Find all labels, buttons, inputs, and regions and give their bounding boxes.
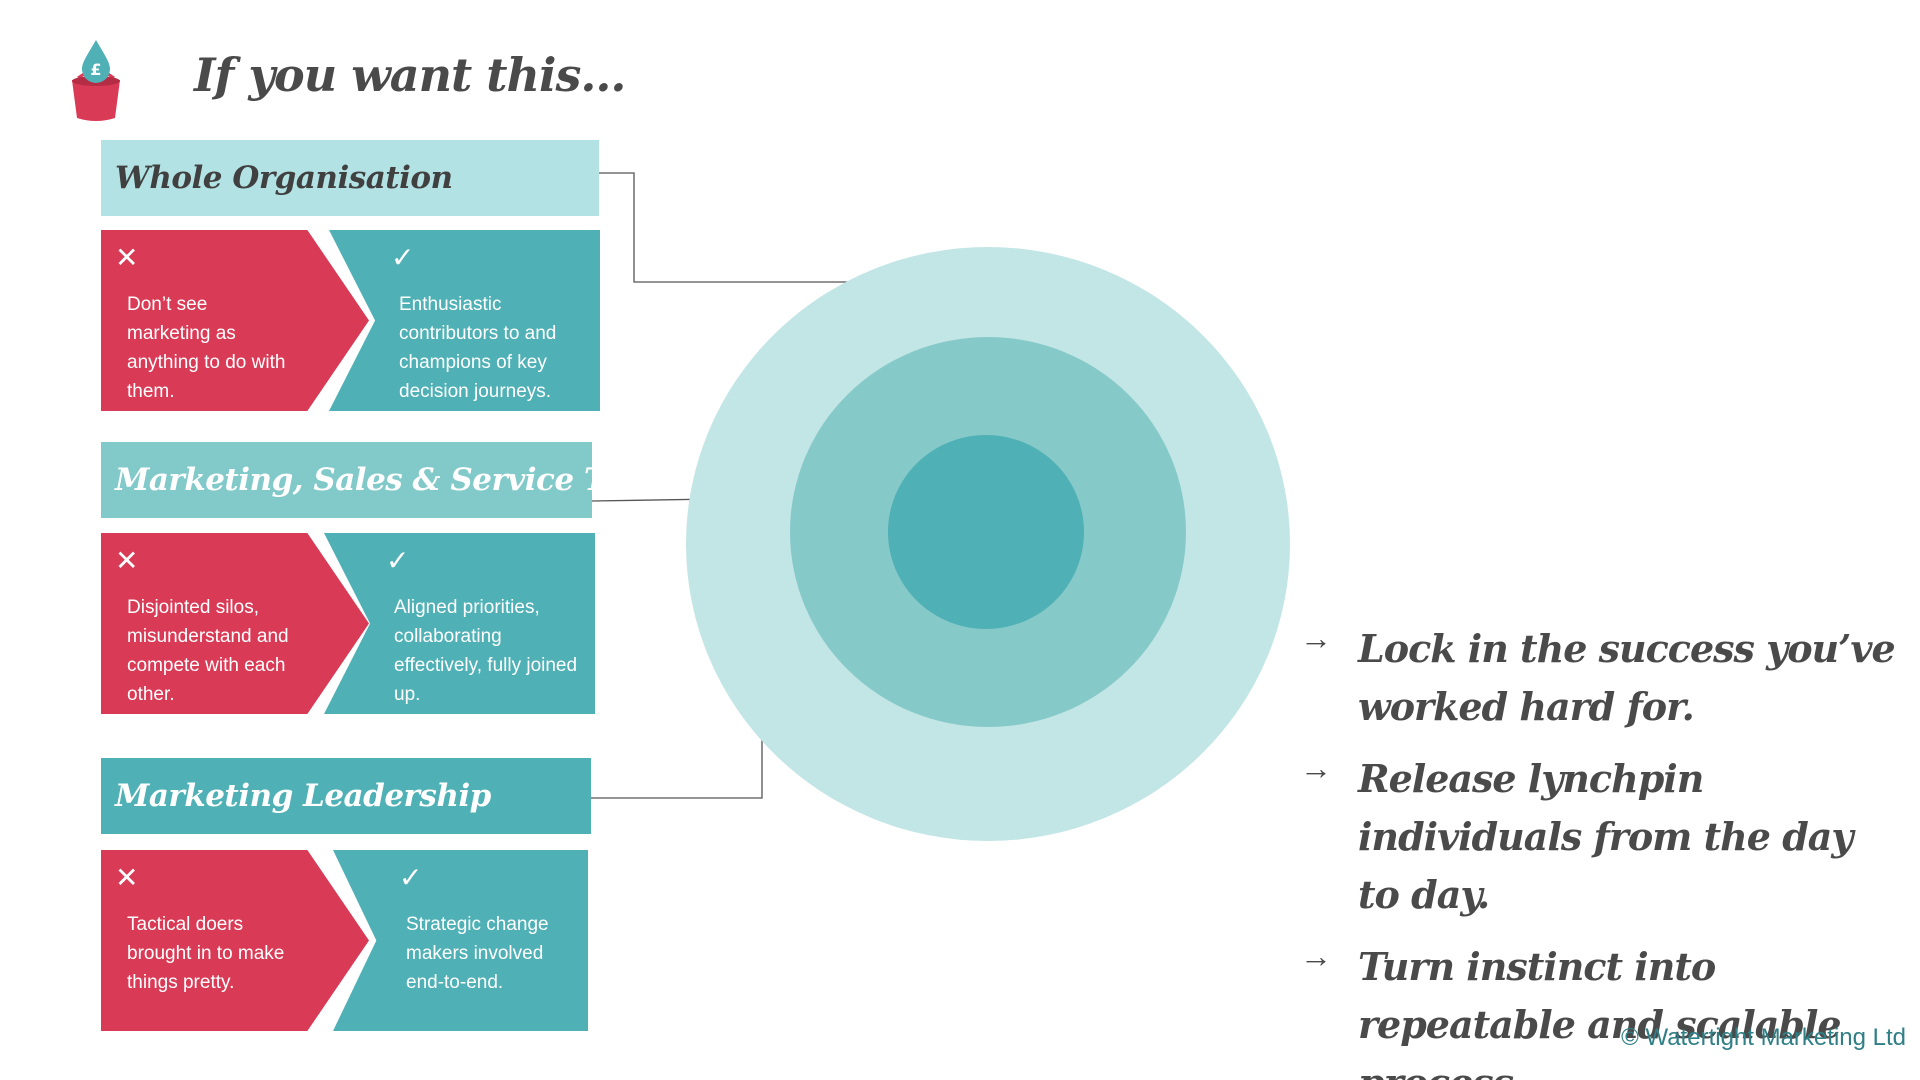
benefits-list: → Lock in the success you’ve worked hard… bbox=[1300, 620, 1900, 1080]
page-title: If you want this... bbox=[194, 48, 626, 102]
arrow-right-icon: → bbox=[1300, 620, 1332, 656]
level-header-whole-organisation: Whole Organisation bbox=[101, 140, 599, 216]
cross-icon: ✕ bbox=[115, 545, 139, 576]
arrow-right-icon: → bbox=[1300, 750, 1332, 786]
svg-text:£: £ bbox=[90, 60, 101, 79]
benefit-text: Release lynchpin individuals from the da… bbox=[1358, 756, 1853, 917]
level-header-teams: Marketing, Sales & Service Teams bbox=[101, 442, 692, 518]
arrow-right-icon: → bbox=[1300, 938, 1332, 974]
benefit-item: → Release lynchpin individuals from the … bbox=[1300, 750, 1900, 924]
negative-text: Don’t see marketing as anything to do wi… bbox=[127, 294, 286, 402]
copyright-notice: © Watertight Marketing Ltd bbox=[1621, 1024, 1906, 1051]
circle-leadership bbox=[888, 435, 1084, 629]
benefit-item: → Turn instinct into repeatable and scal… bbox=[1300, 938, 1900, 1080]
connector-whole-organisation bbox=[599, 172, 955, 283]
positive-text: Aligned priorities, collaborating effect… bbox=[394, 597, 578, 705]
benefit-text: Turn instinct into repeatable and scalab… bbox=[1358, 944, 1842, 1080]
negative-text: Tactical doers brought in to make things… bbox=[127, 914, 285, 993]
level-header-leadership: Marketing Leadership bbox=[101, 758, 591, 834]
check-icon: ✓ bbox=[386, 545, 410, 576]
check-icon: ✓ bbox=[391, 242, 415, 273]
positive-text: Strategic change makers involved end-to-… bbox=[406, 914, 549, 993]
negative-text: Disjointed silos, misunderstand and comp… bbox=[127, 597, 289, 705]
watertight-bucket-logo: £ bbox=[72, 40, 120, 121]
cross-icon: ✕ bbox=[115, 242, 139, 273]
negative-card: ✕ Don’t see marketing as anything to do … bbox=[101, 230, 369, 411]
check-icon: ✓ bbox=[399, 862, 423, 893]
benefit-text: Lock in the success you’ve worked hard f… bbox=[1358, 626, 1896, 729]
negative-card: ✕ Tactical doers brought in to make thin… bbox=[101, 850, 369, 1031]
cross-icon: ✕ bbox=[115, 862, 139, 893]
negative-card: ✕ Disjointed silos, misunderstand and co… bbox=[101, 533, 369, 714]
positive-text: Enthusiastic contributors to and champio… bbox=[399, 294, 557, 402]
benefit-item: → Lock in the success you’ve worked hard… bbox=[1300, 620, 1900, 736]
